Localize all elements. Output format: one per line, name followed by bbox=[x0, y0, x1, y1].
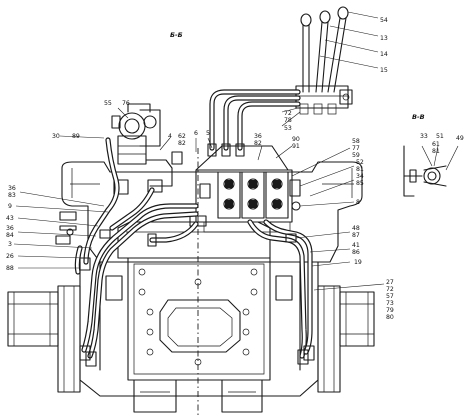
callout-36b: 36 bbox=[6, 225, 14, 232]
callout-88: 88 bbox=[6, 265, 14, 272]
callout-9: 9 bbox=[8, 203, 12, 210]
tractor-frame bbox=[7, 148, 375, 415]
callout-36: 36 bbox=[8, 185, 16, 192]
control-cables bbox=[209, 89, 301, 151]
callout-87: 87 bbox=[352, 232, 360, 239]
callout-34: 34 bbox=[356, 173, 364, 180]
callout-83: 83 bbox=[8, 192, 16, 199]
callout-57: 57 bbox=[386, 293, 394, 300]
callout-90: 90 bbox=[292, 136, 300, 143]
callout-61: 61 bbox=[432, 141, 440, 148]
callout-15: 15 bbox=[380, 67, 388, 74]
control-levers bbox=[295, 6, 353, 115]
callout-4: 4 bbox=[168, 133, 172, 140]
callout-62: 62 bbox=[178, 133, 186, 140]
callout-48: 48 bbox=[352, 225, 360, 232]
callout-5: 5 bbox=[206, 130, 210, 137]
callout-26: 26 bbox=[6, 253, 14, 260]
callout-49: 49 bbox=[456, 135, 464, 142]
callout-80: 80 bbox=[386, 314, 394, 321]
callout-6: 6 bbox=[194, 130, 198, 137]
callout-78: 78 bbox=[284, 117, 292, 124]
callout-77: 77 bbox=[352, 145, 360, 152]
detail-view-title: В-В bbox=[412, 113, 425, 121]
callout-91: 91 bbox=[292, 143, 300, 150]
callout-55: 55 bbox=[104, 100, 112, 107]
hydraulic-pump bbox=[111, 103, 183, 195]
callout-59: 59 bbox=[352, 152, 360, 159]
callout-84: 84 bbox=[6, 232, 14, 239]
callout-8: 8 bbox=[356, 199, 360, 206]
callout-3: 3 bbox=[8, 241, 12, 248]
callout-36a: 36 bbox=[254, 133, 262, 140]
callout-53: 53 bbox=[284, 125, 292, 132]
callout-73: 73 bbox=[386, 300, 394, 307]
callout-85: 85 bbox=[356, 180, 364, 187]
detail-view-v-v bbox=[403, 145, 447, 197]
callout-27: 27 bbox=[386, 279, 394, 286]
callout-76: 76 bbox=[122, 100, 130, 107]
callout-86: 86 bbox=[352, 249, 360, 256]
callout-58: 58 bbox=[352, 138, 360, 145]
callout-81: 81 bbox=[356, 166, 364, 173]
main-view-title: Б-Б bbox=[170, 31, 183, 39]
callout-72: 72 bbox=[284, 110, 292, 117]
callout-30: 30 bbox=[52, 133, 60, 140]
callout-82b: 82 bbox=[254, 140, 262, 147]
callout-51: 51 bbox=[436, 133, 444, 140]
callout-43: 43 bbox=[6, 215, 14, 222]
distributor-valve bbox=[189, 143, 301, 233]
callout-82: 82 bbox=[178, 140, 186, 147]
callout-79: 79 bbox=[386, 307, 394, 314]
callout-72b: 72 bbox=[386, 286, 394, 293]
callouts: 54 13 14 15 72 78 53 55 76 30 89 4 62 82… bbox=[6, 11, 464, 321]
callout-19: 19 bbox=[354, 259, 362, 266]
callout-81b: 81 bbox=[432, 148, 440, 155]
callout-41: 41 bbox=[352, 242, 360, 249]
callout-54: 54 bbox=[380, 17, 388, 24]
callout-13: 13 bbox=[380, 35, 388, 42]
hydraulic-hoses bbox=[74, 137, 315, 367]
callout-33: 33 bbox=[420, 133, 428, 140]
callout-52: 52 bbox=[356, 159, 364, 166]
callout-89: 89 bbox=[72, 133, 80, 140]
callout-14: 14 bbox=[380, 51, 388, 58]
